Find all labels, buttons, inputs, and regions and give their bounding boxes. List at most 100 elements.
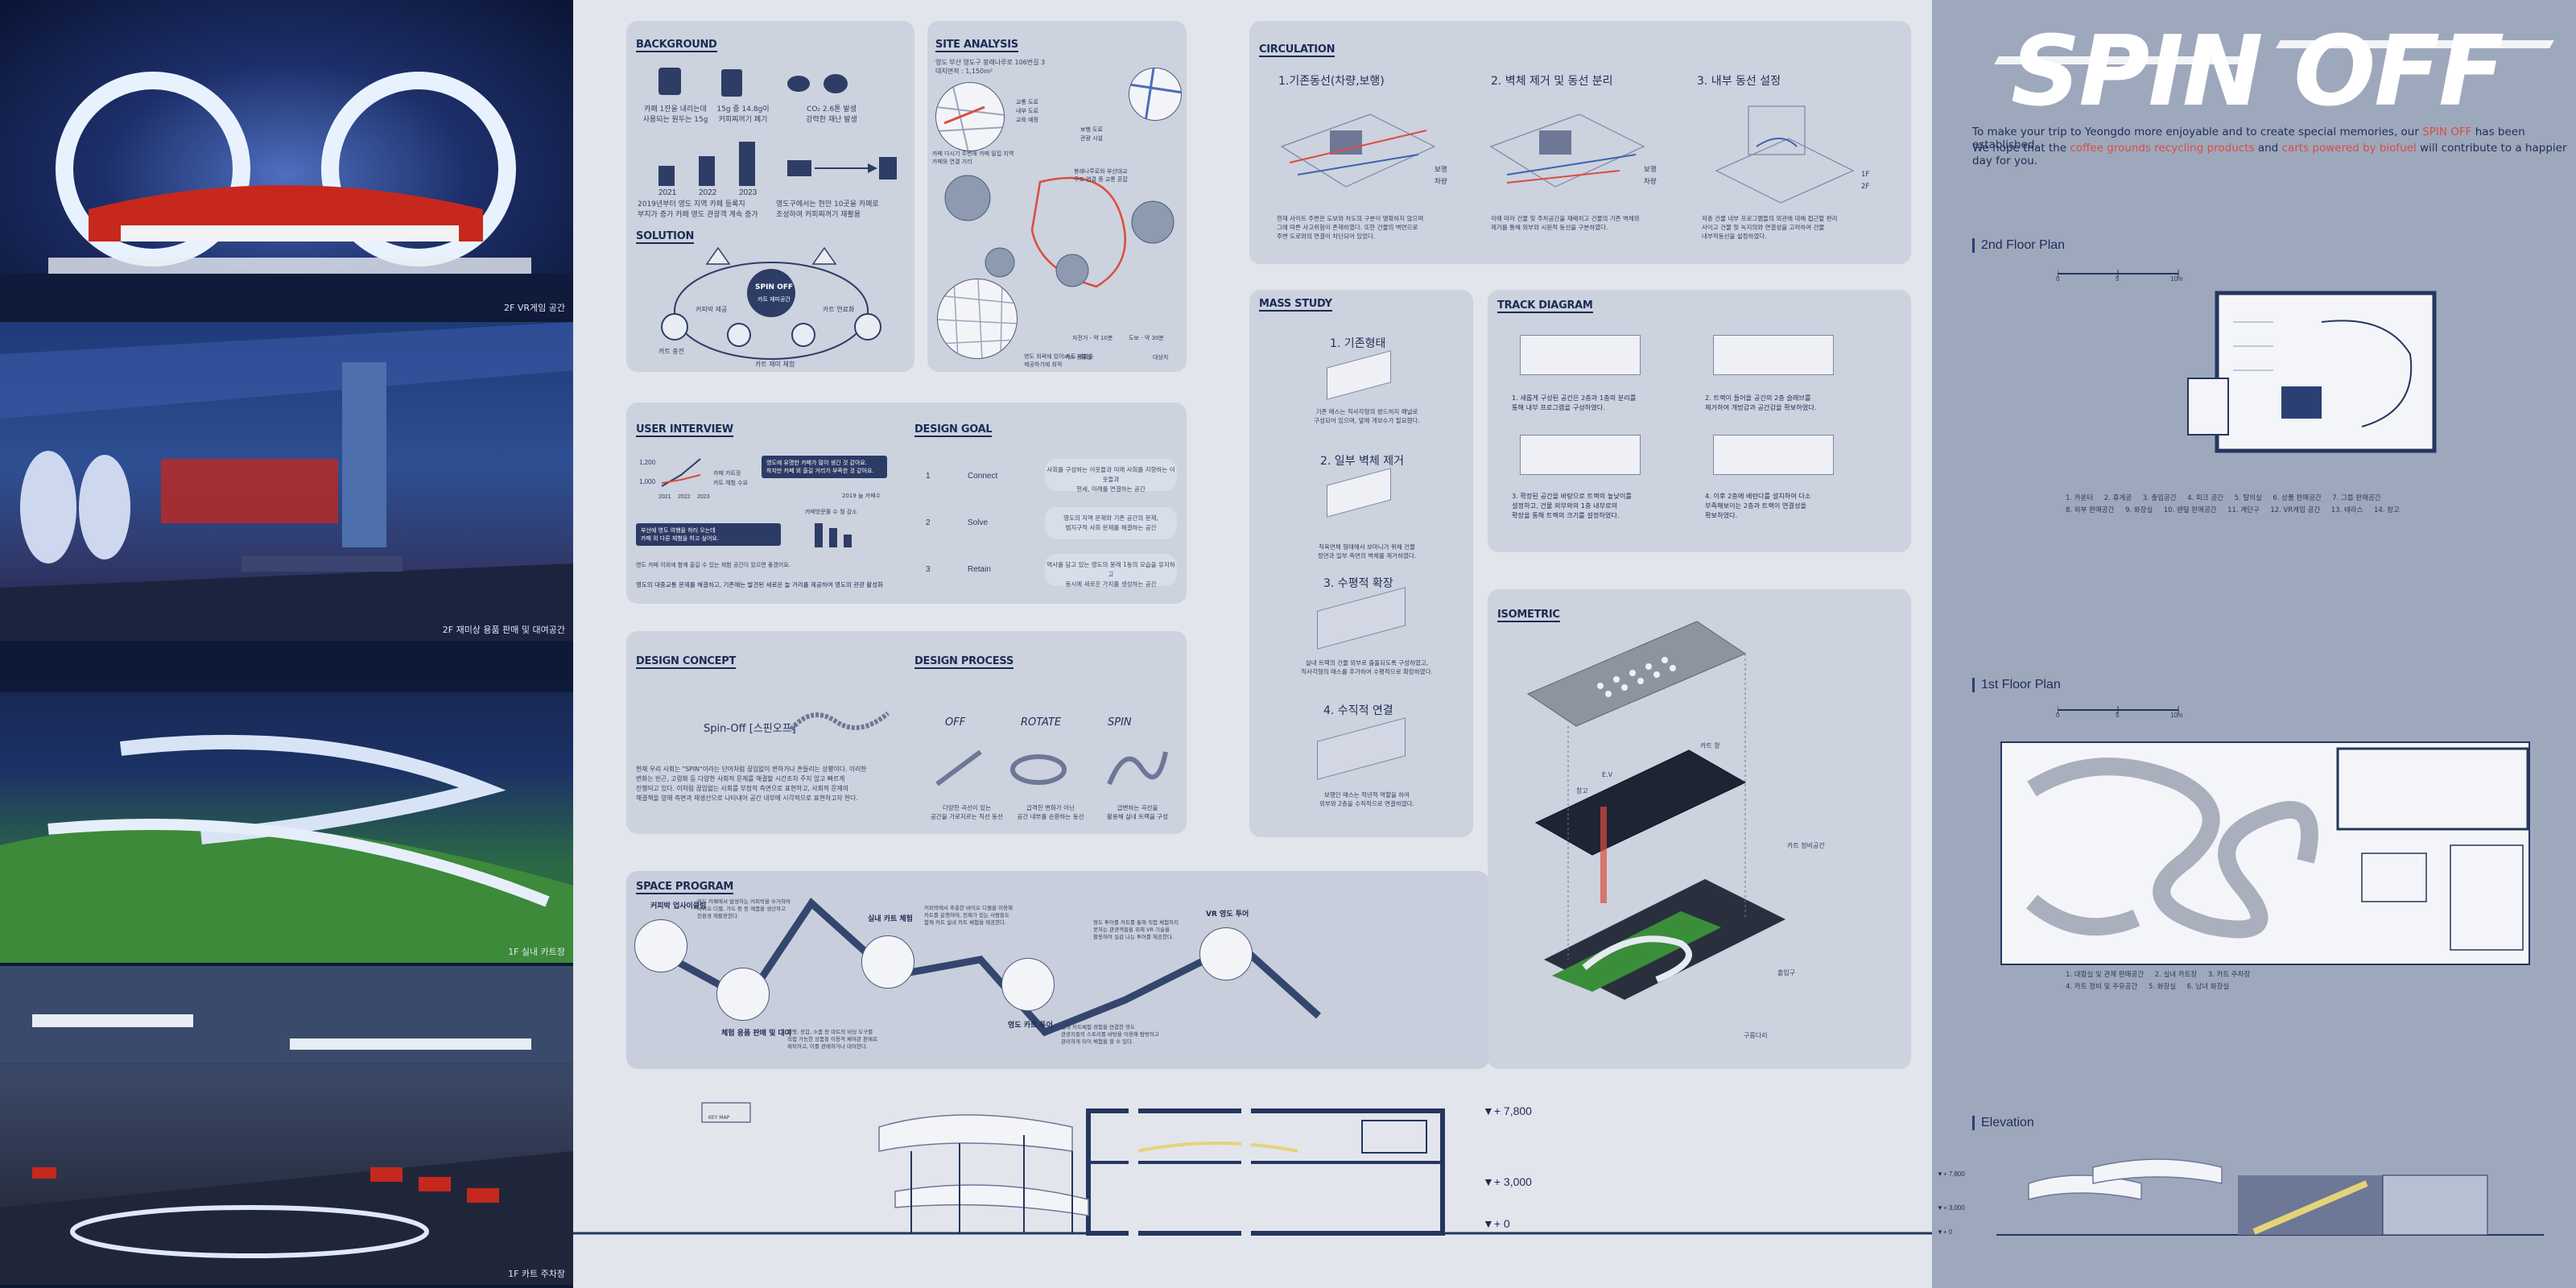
mass-sketch <box>1317 587 1406 650</box>
section-level: ▼+ 0 <box>1483 1217 1510 1230</box>
kart-parking-render: 1F 카트 주차장 <box>0 966 573 1285</box>
section-drawing: KEY MAP ▼+ 7,800 ▼+ 3,000 ▼+ 0 <box>573 1079 1932 1288</box>
background-text: 2019년부터 영도 지역 카페 등록지 부지가 증가 카페 영도 관광객 계속… <box>638 200 758 219</box>
goal-number: 1 <box>926 472 931 481</box>
interview-quote: 영도에 유명한 카페가 많이 생긴 것 같아요. 하지만 카페 외 즐길 거리가… <box>762 456 887 478</box>
shop-illustration <box>0 322 573 641</box>
elevation-level: ▼+ 7,800 <box>1937 1170 1965 1178</box>
solution-center-sub: 카트 재미공간 <box>758 296 791 303</box>
panel-title: BACKGROUND <box>636 39 717 52</box>
photo-caption: 2F 재미상 용품 판매 및 대여공간 <box>442 625 565 635</box>
right-column: SPIN OFF To make your trip to Yeongdo mo… <box>1932 0 2576 1288</box>
circulation-text: 이에 따라 건물 및 주차공간을 재배치고 건물의 기존 벽체와 제거를 통해 … <box>1491 215 1640 231</box>
program-label: VR 영도 투어 <box>1206 910 1249 919</box>
user-goal-panel: USER INTERVIEW 1,200 1,000 2021 2022 202… <box>626 402 1187 604</box>
section-level: ▼+ 3,000 <box>1483 1175 1532 1188</box>
intro-line-2: We hope that the coffee grounds recyclin… <box>1972 142 2567 167</box>
site-context-map <box>937 279 1018 359</box>
visitor-bars <box>815 523 852 547</box>
panel-title: DESIGN CONCEPT <box>636 655 737 669</box>
space-program-panel: SPACE PROGRAM 커피박 업사이클링 영도 카페에서 발생하는 커피박… <box>626 871 1489 1069</box>
site-scale: 자전거 - 약 10분 <box>1072 335 1113 341</box>
user-stat: 카페방문률 수 월 감소 <box>805 509 857 515</box>
goal-text: 사회를 구성하는 이웃들과 미래 사회를 지향하는 이웃들과 현세, 미래를 연… <box>1045 459 1177 493</box>
vr-ring-illustration <box>0 72 573 319</box>
spin-spiral-icon <box>789 711 890 731</box>
site-meta: 영도 부산 영도구 봉래나루로 106번길 3 대지면적 : 1,150m² <box>935 59 1046 75</box>
mass-step: 4. 수직적 연결 <box>1323 704 1393 717</box>
panel-title: SPACE PROGRAM <box>636 881 734 894</box>
circulation-step: 1.기존동선(차량,보행) <box>1278 75 1385 88</box>
circulation-step: 3. 내부 동선 설정 <box>1697 75 1781 88</box>
mass-study-panel: MASS STUDY 1. 기존형태 기존 매스는 직사각형의 쌍드히지 패널로… <box>1249 290 1473 837</box>
photo-caption: 1F 실내 카트장 <box>508 947 565 957</box>
isometric-label: 출입구 <box>1777 969 1796 976</box>
section-svg <box>573 1087 1932 1288</box>
circulation-text: 현재 사이트 주변은 도보와 차도의 구분이 명확하지 않으며 그에 따른 사고… <box>1277 215 1424 240</box>
user-trend-chart <box>661 458 701 487</box>
mass-step: 3. 수평적 확장 <box>1323 577 1393 590</box>
section-level: ▼+ 7,800 <box>1483 1104 1532 1117</box>
coffee-grounds-icon <box>787 76 810 92</box>
goal-label: Solve <box>968 518 989 527</box>
panel-title: ISOMETRIC <box>1497 609 1560 622</box>
program-text: 헬멧, 장갑, 소품 등 마트의 비딩 도구를 직접 가능한 상품들 이용객 체… <box>787 1029 877 1050</box>
solution-node: 커피박 제공 <box>696 306 728 313</box>
isometric-label: 구름다리 <box>1744 1032 1768 1039</box>
process-caption: 급변하는 곡선을 활용해 실내 트랙을 구성 <box>1106 804 1169 820</box>
solution-node: 카트 재미 체험 <box>755 361 795 368</box>
mass-text: 보행인 매스는 적년적 역할을 하여 외부와 2층을 수직적으로 연결하였다. <box>1319 791 1414 807</box>
panel-title: SITE ANALYSIS <box>935 39 1018 52</box>
series-label: 카트 체험 수요 <box>713 480 749 486</box>
program-label: 실내 카트 체험 <box>868 915 913 923</box>
coffee-cup-icon <box>658 68 681 95</box>
intro-line-1: To make your trip to Yeongdo more enjoya… <box>1972 126 2525 151</box>
track-sketch <box>1713 335 1834 375</box>
elevation-level: ▼+ 0 <box>1937 1228 1953 1236</box>
goal-number: 3 <box>926 565 931 574</box>
process-word: SPIN <box>1108 716 1132 729</box>
year-label: 2022 <box>699 188 717 197</box>
first-floor-plan <box>2000 741 2530 965</box>
key-map-label: KEY MAP <box>708 1115 730 1121</box>
track-sketch <box>1520 335 1641 375</box>
track-text: 2. 트랙이 들어올 공간의 2층 슬래브를 제거하여 개방감과 공간감을 확보… <box>1705 394 1817 411</box>
plan-legend: 1. 대합실 및 관제 판매공간 2. 실내 카트장 3. 카트 주차장 4. … <box>2066 971 2251 991</box>
scale-label: 10m <box>2170 712 2183 719</box>
program-circle <box>634 919 687 972</box>
program-circle <box>1001 958 1055 1011</box>
cafe-growth-bars <box>658 142 755 186</box>
scale-label: 5 <box>2116 275 2120 283</box>
plan-legend: 1. 카운터 2. 휴게공 3. 출입공간 4. 피크 공간 5. 탈의실 6.… <box>2066 494 2400 514</box>
scale-label: 0 <box>2056 712 2060 719</box>
interview-footer: 영도의 대중교통 문제를 해결하고, 기존에는 발견된 새로운 놀 거리를 제공… <box>636 581 883 588</box>
co2-cloud-icon <box>824 74 848 93</box>
isometric-label: 창고 <box>1576 787 1588 795</box>
user-stat: 2019 늘 카페수 <box>842 493 881 499</box>
circulation-text: 저층 건물 내부 프로그램들의 외관에 대해 접근할 편리 사이고 건물 및 녹… <box>1702 215 1838 240</box>
interview-quote: 영도 카페 이외에 함께 즐길 수 있는 체험 공간이 있으면 좋겠어요. <box>636 562 791 568</box>
track-sketch <box>1713 435 1834 475</box>
goal-text: 영도의 지역 문제와 기존 공간의 문제, 범지구적 사회 문제를 해결하는 공… <box>1045 507 1177 539</box>
plan-heading: Elevation <box>1972 1116 2034 1130</box>
program-label: 영도 카트 투어 <box>1008 1022 1053 1030</box>
program-circle <box>1199 927 1253 980</box>
background-text: 영도구에서는 현안 10곳을 카페로 조성하여 커피찌꺼기 재활용 <box>776 200 879 219</box>
panel-title: TRACK DIAGRAM <box>1497 299 1593 313</box>
indoor-kart-render: 1F 실내 카트장 <box>0 644 573 963</box>
y-axis-label: 1,000 <box>639 478 656 485</box>
mass-step: 2. 일부 벽체 제거 <box>1320 455 1404 468</box>
program-circle <box>716 968 770 1021</box>
site-caption: 카페 다시기 주변에 카페 밀집 지역 카페와 연결 거리 <box>932 151 1014 165</box>
program-text: 영도 카페에서 발생하는 커피박을 수거하여 바이오 디젤, 가도 등 등 제품… <box>697 898 791 919</box>
photo-caption: 2F VR게임 공간 <box>504 303 565 313</box>
goal-text: 역사를 담고 있는 영도의 봉래 1동의 모습을 유지하고 동시에 새로운 가치… <box>1045 554 1177 588</box>
panel-title: DESIGN GOAL <box>914 423 993 437</box>
panel-title: CIRCULATION <box>1259 43 1335 57</box>
site-detail-map <box>1129 68 1182 121</box>
track-text: 1. 새롭게 구성된 공간은 2층과 1층의 분리를 통해 내부 프로그램을 구… <box>1512 394 1637 411</box>
x-axis-label: 2023 <box>697 494 710 500</box>
track-sketch <box>1520 435 1641 475</box>
